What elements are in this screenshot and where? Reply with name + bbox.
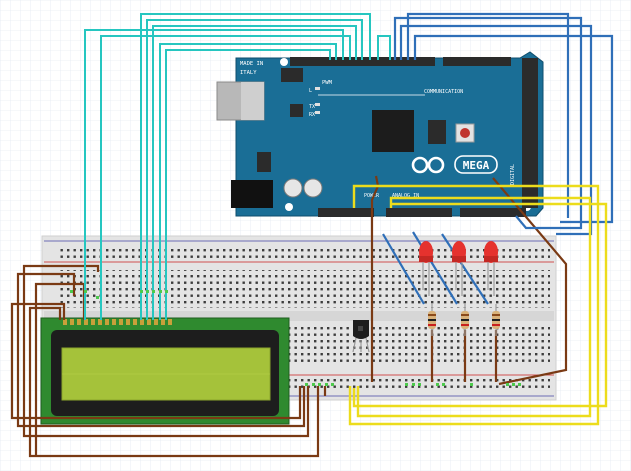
blue-wire-led2 (412, 231, 458, 305)
communication-label: COMMUNICATION (424, 89, 463, 95)
blue-wire (399, 24, 593, 236)
blue-wire (393, 16, 583, 230)
pwm-label: PWM (322, 80, 333, 86)
temperature-sensor (352, 320, 370, 353)
arduino-mega-board: MEGA MADE IN ITALY PWM COMMUNICATION POW… (216, 51, 544, 217)
icsp-header-usb (281, 68, 303, 82)
connected-hole-markers (70, 290, 521, 386)
power-jack (231, 180, 273, 208)
l-label: L (309, 88, 312, 94)
power-label: POWER (364, 193, 380, 199)
cyan-wire (152, 25, 357, 320)
analog-header-b (460, 208, 526, 217)
brown-wire (16, 272, 306, 428)
mega-logo-frame (454, 155, 498, 174)
resistor-1 (428, 304, 436, 336)
led-tx (315, 103, 320, 106)
cyan-wire (100, 35, 351, 320)
lcd-16x2-module (40, 317, 290, 425)
resistor-2 (461, 304, 469, 336)
communication-header (443, 57, 511, 66)
yellow-wire (352, 202, 608, 408)
blue-wire-led1 (382, 233, 425, 305)
center-channel (44, 311, 554, 321)
power-header (318, 208, 374, 217)
cyan-wire (84, 29, 344, 320)
icsp-header (428, 120, 446, 144)
italy-label: ITALY (240, 70, 257, 76)
cyan-wire (140, 13, 371, 320)
blue-wire-led3 (441, 233, 489, 305)
tx-label: TX (309, 104, 315, 110)
brown-wire (22, 264, 310, 438)
yellow-wire (356, 196, 592, 418)
resistor-3 (492, 304, 500, 336)
made-in-label: MADE IN (240, 61, 263, 67)
brown-wire-ground-return (492, 177, 568, 386)
blue-wire (413, 34, 614, 224)
yellow-wire (348, 184, 600, 426)
brown-wire (10, 302, 302, 420)
capacitor (283, 178, 303, 198)
digital-header-top (290, 57, 435, 66)
cyan-wire (165, 49, 331, 320)
brown-wire (28, 306, 320, 458)
top-terminal-holes (60, 270, 550, 308)
capacitor (303, 178, 323, 198)
mount-hole (285, 203, 293, 211)
led-red-3 (484, 241, 498, 296)
mega-logo-text: MEGA (463, 159, 490, 172)
led-l (315, 87, 320, 90)
reset-button-cap (460, 128, 470, 138)
blue-wires (382, 12, 614, 305)
led-red-2 (452, 241, 466, 296)
lcd-header-pins (63, 319, 172, 325)
analog-header-a (386, 208, 452, 217)
top-power-rail-holes (60, 245, 550, 259)
voltage-regulator (257, 152, 271, 172)
cyan-wires (84, 13, 391, 320)
yellow-wires (348, 184, 608, 426)
atmega-chip (372, 110, 414, 152)
infinity-logo-icon (411, 156, 445, 174)
rx-label: RX (309, 112, 315, 118)
cyan-wire (146, 19, 363, 320)
analog-in-label: ANALOG IN (392, 193, 419, 199)
led-red-1 (419, 241, 433, 296)
cyan-wire (159, 43, 337, 320)
mount-hole (280, 58, 288, 66)
led-rx (315, 111, 320, 114)
digital-header-side (522, 58, 538, 208)
brown-wire-ground (370, 175, 380, 382)
cyan-wire (377, 35, 391, 60)
usb-connector-front (241, 82, 264, 120)
blue-wire (406, 12, 570, 218)
digital-label: DIGITAL (510, 164, 516, 185)
chip-small (290, 104, 303, 117)
